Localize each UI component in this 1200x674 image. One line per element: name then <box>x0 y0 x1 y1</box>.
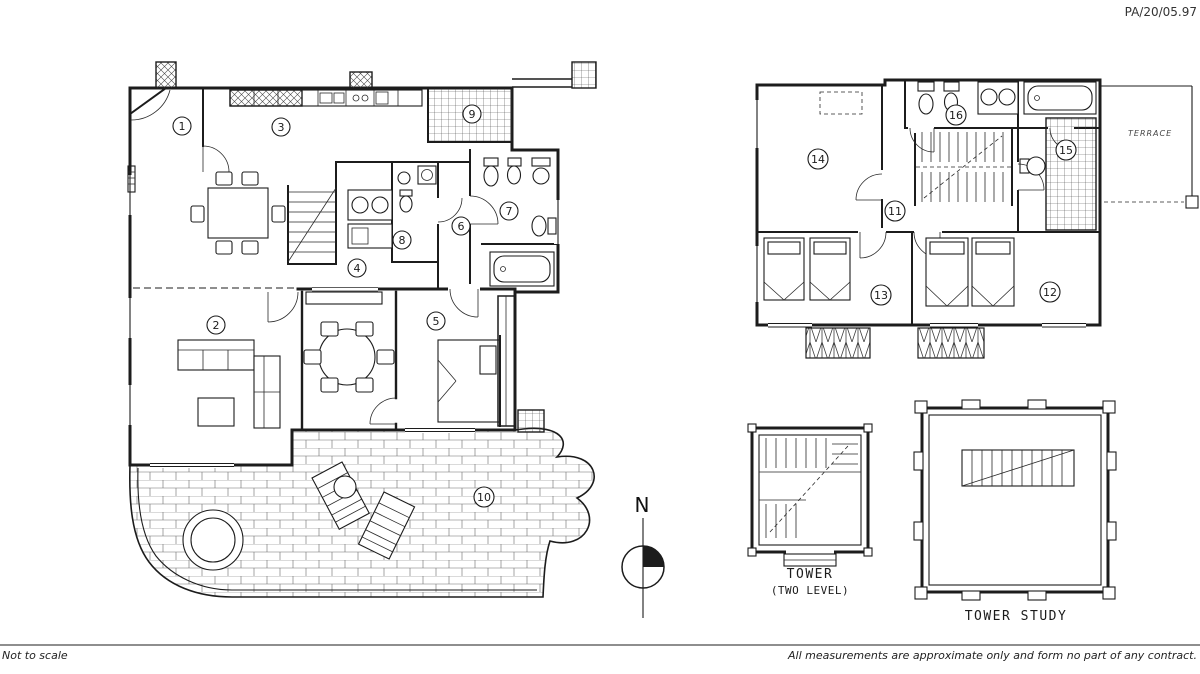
footer-right: All measurements are approximate only an… <box>787 649 1197 662</box>
chimney <box>349 71 373 89</box>
room-number: 4 <box>354 262 361 275</box>
tower-caption: TOWER <box>787 567 834 582</box>
room-label: 2 <box>206 315 226 335</box>
twin-beds-13 <box>763 237 851 301</box>
room-number: 12 <box>1043 286 1057 299</box>
room-label: 3 <box>271 117 291 137</box>
wc-fixtures <box>397 165 437 213</box>
room-number: 15 <box>1059 144 1073 157</box>
room-label: 13 <box>870 284 892 306</box>
roof-terrace: TERRACE <box>1100 85 1199 209</box>
room-label: 15 <box>1055 139 1077 161</box>
tower-study-staircase <box>961 449 1075 487</box>
sideboard <box>305 291 383 305</box>
tower-plan: TOWER (TWO LEVEL) <box>747 423 873 597</box>
north-arrow: N <box>621 493 665 618</box>
room-label: 12 <box>1039 281 1061 303</box>
plan-reference: PA/20/05.97 <box>1125 5 1197 19</box>
tower-staircase <box>759 438 861 538</box>
wardrobe <box>497 295 516 427</box>
room-label: 14 <box>807 148 829 170</box>
room-label: 8 <box>392 230 412 250</box>
footer-left: Not to scale <box>2 649 68 662</box>
room-number: 16 <box>949 109 963 122</box>
terrace-note: TERRACE <box>1128 129 1172 138</box>
tower-study-caption: TOWER STUDY <box>965 609 1068 624</box>
tower-study-piers <box>913 399 1117 601</box>
room-number: 2 <box>213 319 220 332</box>
twin-beds-12 <box>925 237 1015 307</box>
double-bed <box>437 335 501 427</box>
room-number: 3 <box>278 121 285 134</box>
patio-table <box>333 475 357 499</box>
upper-floor-plan: TERRACE <box>753 78 1199 359</box>
north-label: N <box>635 493 650 517</box>
room-number: 14 <box>811 153 825 166</box>
dashed-ceiling-line <box>819 91 863 115</box>
bathtub-upper <box>1023 81 1097 115</box>
kitchen-counter <box>229 89 423 107</box>
room-label: 7 <box>499 201 519 221</box>
sofa-group <box>177 339 281 429</box>
room-label: 9 <box>462 104 482 124</box>
round-planter <box>182 509 244 571</box>
bathroom-fixtures <box>483 157 557 287</box>
room-number: 13 <box>874 289 888 302</box>
room-number: 10 <box>477 491 491 504</box>
dining-table <box>190 171 286 255</box>
room-label: 10 <box>473 486 495 508</box>
tower-study-plan: TOWER STUDY <box>913 399 1117 624</box>
wall-openings <box>126 175 561 468</box>
round-table <box>303 321 395 393</box>
room-label: 5 <box>426 311 446 331</box>
tower-entry-step <box>783 553 837 567</box>
upper-wall-openings <box>753 100 1086 329</box>
room-label: 4 <box>347 258 367 278</box>
chimney <box>155 61 177 89</box>
tower-subcaption: (TWO LEVEL) <box>771 584 849 597</box>
room-number: 9 <box>469 108 476 121</box>
outbuilding <box>571 61 597 89</box>
door-swings <box>130 89 499 425</box>
room-label: 16 <box>945 104 967 126</box>
room-number: 11 <box>888 205 902 218</box>
terrace-step-tiles <box>517 409 545 433</box>
boundary-wall <box>512 78 572 88</box>
room-number: 1 <box>179 120 186 133</box>
room-label: 1 <box>172 116 192 136</box>
room-number: 6 <box>458 220 465 233</box>
room-label: 11 <box>884 200 906 222</box>
radiator <box>127 165 136 193</box>
tower-door-gap <box>786 548 834 556</box>
bathroom15-fixtures <box>1019 117 1097 231</box>
terrace-area <box>129 409 595 598</box>
balcony <box>805 327 871 359</box>
room-number: 7 <box>506 205 513 218</box>
room-label: 6 <box>451 216 471 236</box>
upper-staircase <box>916 132 1012 202</box>
north-arrow-fill <box>643 546 664 567</box>
kitchen-island <box>347 189 393 249</box>
terrace-inner-border <box>137 467 537 591</box>
room-labels: 1 2 3 4 5 6 7 8 9 10 11 12 13 14 15 16 <box>172 104 1077 508</box>
staircase <box>287 187 337 263</box>
balcony <box>917 327 985 359</box>
sun-lounger <box>357 491 416 560</box>
main-floor-plan <box>126 61 597 468</box>
room-number: 8 <box>399 234 406 247</box>
room-number: 5 <box>433 315 440 328</box>
